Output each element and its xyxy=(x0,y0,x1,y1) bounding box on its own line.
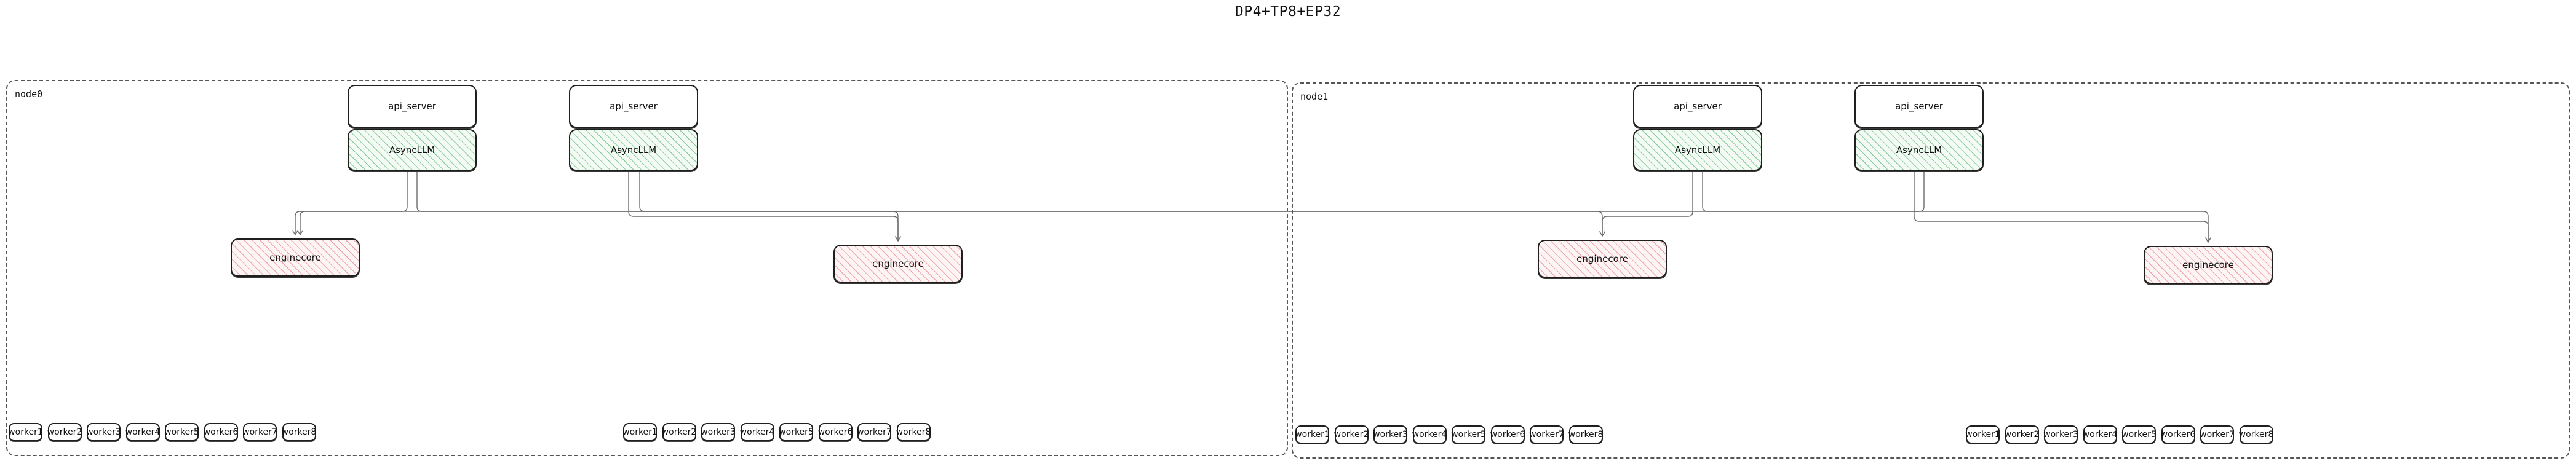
worker-box[interactable]: worker6 xyxy=(1490,425,1525,444)
worker-label: worker1 xyxy=(622,427,658,437)
api-server-3[interactable]: api_server xyxy=(1854,85,1984,128)
worker-box[interactable]: worker8 xyxy=(2238,425,2274,444)
asyncllm-1-label: AsyncLLM xyxy=(610,144,657,156)
worker-label: worker7 xyxy=(242,427,277,437)
worker-box[interactable]: worker6 xyxy=(204,423,238,441)
worker-box[interactable]: worker5 xyxy=(2121,425,2157,444)
enginecore-0[interactable]: enginecore xyxy=(231,238,360,277)
api-server-0-label: api_server xyxy=(388,101,436,112)
api-server-2[interactable]: api_server xyxy=(1633,85,1762,128)
worker-label: worker6 xyxy=(817,427,853,437)
worker-label: worker4 xyxy=(1412,430,1447,439)
worker-box[interactable]: worker1 xyxy=(622,423,658,441)
worker-label: worker2 xyxy=(1334,430,1369,439)
worker-box[interactable]: worker2 xyxy=(2005,425,2039,444)
worker-box[interactable]: worker7 xyxy=(242,423,277,441)
asyncllm-2-label: AsyncLLM xyxy=(1674,144,1721,156)
enginecore-1[interactable]: enginecore xyxy=(833,245,963,283)
worker-label: worker7 xyxy=(2200,430,2235,439)
worker-box[interactable]: worker7 xyxy=(2200,425,2235,444)
worker-box[interactable]: worker3 xyxy=(2043,425,2078,444)
worker-label: worker6 xyxy=(2160,430,2196,439)
worker-box[interactable]: worker6 xyxy=(817,423,853,441)
cluster-label-node1: node1 xyxy=(1300,91,1329,102)
enginecore-3-label: enginecore xyxy=(2182,259,2234,270)
worker-box[interactable]: worker8 xyxy=(282,423,316,441)
worker-box[interactable]: worker5 xyxy=(779,423,814,441)
worker-label: worker3 xyxy=(2043,430,2078,439)
worker-label: worker5 xyxy=(2121,430,2157,439)
worker-label: worker7 xyxy=(1529,430,1564,439)
worker-label: worker6 xyxy=(1490,430,1525,439)
worker-box[interactable]: worker2 xyxy=(47,423,82,441)
asyncllm-3-label: AsyncLLM xyxy=(1896,144,1942,156)
worker-box[interactable]: worker1 xyxy=(1295,425,1330,444)
asyncllm-3[interactable]: AsyncLLM xyxy=(1854,129,1984,171)
enginecore-2[interactable]: enginecore xyxy=(1538,240,1667,278)
enginecore-1-label: enginecore xyxy=(872,258,924,269)
worker-box[interactable]: worker7 xyxy=(1529,425,1564,444)
asyncllm-0-label: AsyncLLM xyxy=(389,144,435,156)
worker-box[interactable]: worker4 xyxy=(2083,425,2117,444)
worker-box[interactable]: worker5 xyxy=(164,423,199,441)
worker-box[interactable]: worker8 xyxy=(896,423,931,441)
worker-label: worker5 xyxy=(1451,430,1486,439)
worker-box[interactable]: worker2 xyxy=(1334,425,1369,444)
worker-label: worker5 xyxy=(779,427,814,437)
enginecore-0-label: enginecore xyxy=(269,252,321,263)
asyncllm-1[interactable]: AsyncLLM xyxy=(569,129,698,171)
worker-box[interactable]: worker7 xyxy=(857,423,892,441)
worker-label: worker4 xyxy=(739,427,775,437)
worker-label: worker6 xyxy=(203,427,239,437)
worker-box[interactable]: worker1 xyxy=(8,423,43,441)
worker-label: worker8 xyxy=(1568,430,1604,439)
worker-box[interactable]: worker6 xyxy=(2161,425,2195,444)
cluster-label-node0: node0 xyxy=(15,89,43,100)
cluster-node1 xyxy=(1292,82,2570,459)
worker-label: worker2 xyxy=(661,427,697,437)
worker-label: worker4 xyxy=(2082,430,2118,439)
worker-box[interactable]: worker1 xyxy=(1965,425,2000,444)
api-server-3-label: api_server xyxy=(1895,101,1943,112)
worker-label: worker8 xyxy=(281,427,317,437)
worker-label: worker8 xyxy=(896,427,931,437)
api-server-2-label: api_server xyxy=(1674,101,1722,112)
enginecore-2-label: enginecore xyxy=(1576,253,1628,264)
worker-label: worker1 xyxy=(8,427,43,437)
worker-box[interactable]: worker4 xyxy=(125,423,161,441)
worker-label: worker1 xyxy=(1295,430,1330,439)
worker-label: worker1 xyxy=(1965,430,2000,439)
enginecore-3[interactable]: enginecore xyxy=(2144,246,2273,284)
cluster-node0 xyxy=(6,80,1288,456)
api-server-0[interactable]: api_server xyxy=(348,85,477,128)
worker-label: worker5 xyxy=(164,427,199,437)
worker-label: worker7 xyxy=(857,427,892,437)
worker-label: worker2 xyxy=(47,427,82,437)
api-server-1-label: api_server xyxy=(610,101,658,112)
worker-box[interactable]: worker3 xyxy=(86,423,121,441)
worker-label: worker2 xyxy=(2004,430,2040,439)
worker-box[interactable]: worker5 xyxy=(1451,425,1486,444)
worker-label: worker3 xyxy=(86,427,121,437)
worker-label: worker4 xyxy=(125,427,161,437)
worker-label: worker3 xyxy=(1373,430,1408,439)
asyncllm-0[interactable]: AsyncLLM xyxy=(348,129,477,171)
worker-box[interactable]: worker3 xyxy=(1373,425,1408,444)
api-server-1[interactable]: api_server xyxy=(569,85,698,128)
worker-label: worker3 xyxy=(701,427,736,437)
worker-box[interactable]: worker4 xyxy=(1412,425,1447,444)
worker-box[interactable]: worker2 xyxy=(662,423,696,441)
page-title: DP4+TP8+EP32 xyxy=(1234,4,1342,20)
worker-box[interactable]: worker4 xyxy=(739,423,775,441)
asyncllm-2[interactable]: AsyncLLM xyxy=(1633,129,1762,171)
worker-box[interactable]: worker3 xyxy=(701,423,736,441)
worker-label: worker8 xyxy=(2238,430,2274,439)
worker-box[interactable]: worker8 xyxy=(1568,425,1604,444)
